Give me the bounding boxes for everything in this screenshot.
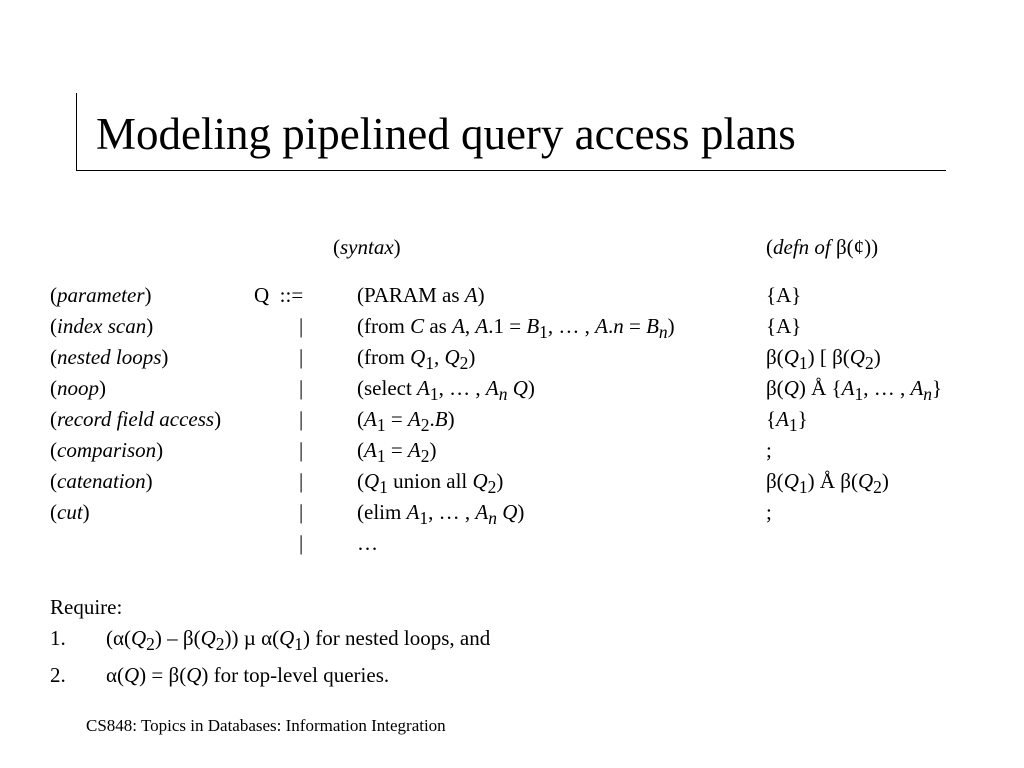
slide-footer: CS848: Topics in Databases: Information … — [86, 716, 446, 735]
production-definition: ; — [766, 438, 772, 462]
require-heading: Require: — [50, 595, 123, 619]
production-name: (comparison) — [50, 438, 164, 462]
require-item-number: 1. — [50, 626, 66, 650]
alternative-bar: | — [299, 531, 304, 555]
grammar-row: (comparison) | (A1 = A2); — [0, 437, 1024, 468]
production-definition: β(Q1) [ β(Q2) — [766, 345, 881, 374]
production-definition: {A} — [766, 283, 802, 307]
nonterminal: Q ::= — [254, 283, 304, 307]
grammar-row: (record field access) | (A1 = A2.B) {A1} — [0, 406, 1024, 437]
alternative-bar: | — [299, 314, 304, 338]
alternative-bar: | — [299, 500, 304, 524]
require-item-number: 2. — [50, 663, 66, 688]
production-syntax: (A1 = A2.B) — [357, 407, 455, 436]
production-definition: β(Q1) Å β(Q2) — [766, 469, 889, 498]
production-name: (cut) — [50, 500, 90, 524]
production-definition: β(Q) Å {A1, … , An} — [766, 376, 943, 405]
alternative-bar: | — [299, 407, 304, 431]
require-item: 1. (α(Q2) – β(Q2)) µ α(Q1) for nested loo… — [50, 623, 490, 660]
production-name: (parameter) — [50, 283, 152, 307]
grammar-row: (parameter) Q ::= (PARAM as A) {A} — [0, 282, 1024, 313]
production-syntax: (elim A1, … , An Q) — [357, 500, 525, 529]
alternative-bar: | — [299, 469, 304, 493]
production-syntax: (A1 = A2) — [357, 438, 437, 467]
alternative-bar: | — [299, 345, 304, 369]
production-syntax: (Q1 union all Q2) — [357, 469, 504, 498]
production-name: (catenation) — [50, 469, 153, 493]
grammar-row: (catenation) | (Q1 union all Q2) β(Q1) Å β(… — [0, 468, 1024, 499]
require-item: 2. α(Q) = β(Q) for top-level queries. — [50, 660, 490, 691]
require-section: Require: 1. (α(Q2) – β(Q2)) µ α(Q1) for n… — [50, 592, 490, 691]
definition-column-header: (defn of β(¢)) — [766, 235, 879, 259]
title-horizontal-rule — [76, 170, 946, 171]
production-syntax: (PARAM as A) — [357, 283, 485, 307]
production-syntax: (select A1, … , An Q) — [357, 376, 535, 405]
production-syntax: (from C as A, A.1 = B1, … , A.n = Bn) — [357, 314, 675, 343]
production-name: (record field access) — [50, 407, 222, 431]
production-name: (index scan) — [50, 314, 154, 338]
grammar-row: (nested loops) | (from Q1, Q2) β(Q1) [ β(Q2… — [0, 344, 1024, 375]
page-title: Modeling pipelined query access plans — [96, 109, 796, 159]
production-definition: ; — [766, 500, 772, 524]
production-name: (noop) — [50, 376, 106, 400]
require-item-text: (α(Q2) – β(Q2)) µ α(Q1) for nested loops… — [106, 626, 491, 655]
grammar-row: |… — [0, 530, 1024, 561]
production-definition: {A1} — [766, 407, 808, 436]
grammar-row: (index scan) | (from C as A, A.1 = B1, … ,… — [0, 313, 1024, 344]
title-vertical-rule — [76, 93, 77, 171]
alternative-bar: | — [299, 376, 304, 400]
production-syntax: … — [357, 531, 378, 555]
syntax-column-header: (syntax) — [333, 235, 401, 259]
grammar-row: (noop) | (select A1, … , An Q) β(Q) Å {A1, … — [0, 375, 1024, 406]
grammar-row: (cut) | (elim A1, … , An Q); — [0, 499, 1024, 530]
production-name: (nested loops) — [50, 345, 169, 369]
production-syntax: (from Q1, Q2) — [357, 345, 476, 374]
require-item-text: α(Q) = β(Q) for top-level queries. — [106, 663, 390, 688]
alternative-bar: | — [299, 438, 304, 462]
production-definition: {A} — [766, 314, 802, 338]
grammar-table: (parameter)Q ::=(PARAM as A){A}(index sc… — [0, 282, 1024, 561]
